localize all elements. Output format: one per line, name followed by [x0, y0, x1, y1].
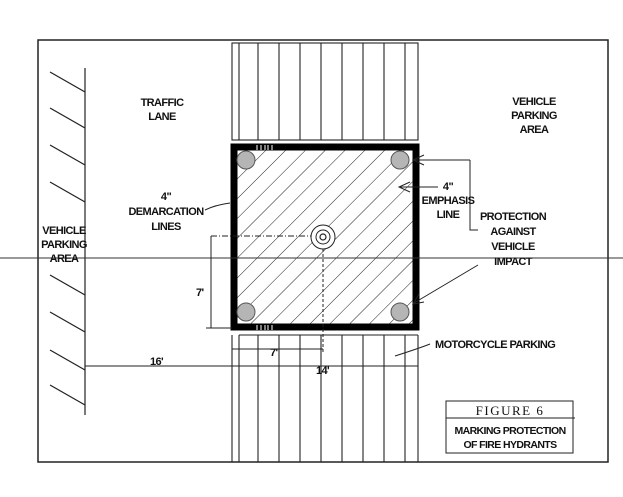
- traffic-lane-label: LANE: [148, 111, 176, 123]
- dimension-14: 14': [316, 365, 330, 377]
- protection-label: PROTECTION: [480, 211, 547, 223]
- figure-caption: OF FIRE HYDRANTS: [463, 439, 557, 451]
- bollard: [390, 150, 410, 170]
- protection-bollards: [236, 150, 410, 322]
- vehicle-parking-label: VEHICLE: [512, 96, 556, 108]
- emphasis-label: 4": [443, 181, 454, 193]
- leader-arrows: [204, 154, 479, 357]
- protection-label: AGAINST: [490, 226, 536, 238]
- top-motorcycle-stalls: [231, 42, 419, 141]
- bollard: [390, 302, 410, 322]
- dimension-16: 16': [150, 356, 164, 368]
- bollard: [236, 302, 256, 322]
- vehicle-parking-label: VEHICLE: [42, 225, 86, 237]
- dimension-lines: [85, 235, 419, 372]
- demarcation-label: LINES: [151, 221, 181, 233]
- traffic-lane-label: TRAFFIC: [141, 97, 185, 109]
- bollard: [236, 150, 256, 170]
- demarcation-label: DEMARCATION: [128, 206, 204, 218]
- motorcycle-parking-label: MOTORCYCLE PARKING: [435, 339, 555, 351]
- fire-hydrant-icon: [310, 224, 336, 250]
- drawing-frame: [37, 39, 609, 463]
- dimension-vertical-7: 7': [196, 287, 205, 299]
- demarcation-ticks: [256, 145, 273, 330]
- figure-title: FIGURE 6: [476, 403, 545, 418]
- bottom-motorcycle-stalls: [231, 334, 419, 462]
- protection-label: IMPACT: [494, 256, 533, 268]
- vehicle-parking-label: AREA: [50, 253, 79, 265]
- left-parking-stalls: [49, 68, 86, 415]
- vehicle-parking-label: PARKING: [511, 110, 557, 122]
- demarcation-label: 4": [161, 191, 172, 203]
- dimension-horizontal-7: 7': [270, 347, 279, 359]
- emphasis-label: EMPHASIS: [422, 195, 475, 207]
- figure-caption: MARKING PROTECTION: [454, 425, 565, 437]
- figure-caption-box: FIGURE 6 MARKING PROTECTION OF FIRE HYDRA…: [445, 400, 575, 454]
- vehicle-parking-label: PARKING: [41, 239, 87, 251]
- protection-label: VEHICLE: [491, 241, 535, 253]
- emphasis-label: LINE: [437, 209, 460, 221]
- vehicle-parking-label: AREA: [520, 124, 549, 136]
